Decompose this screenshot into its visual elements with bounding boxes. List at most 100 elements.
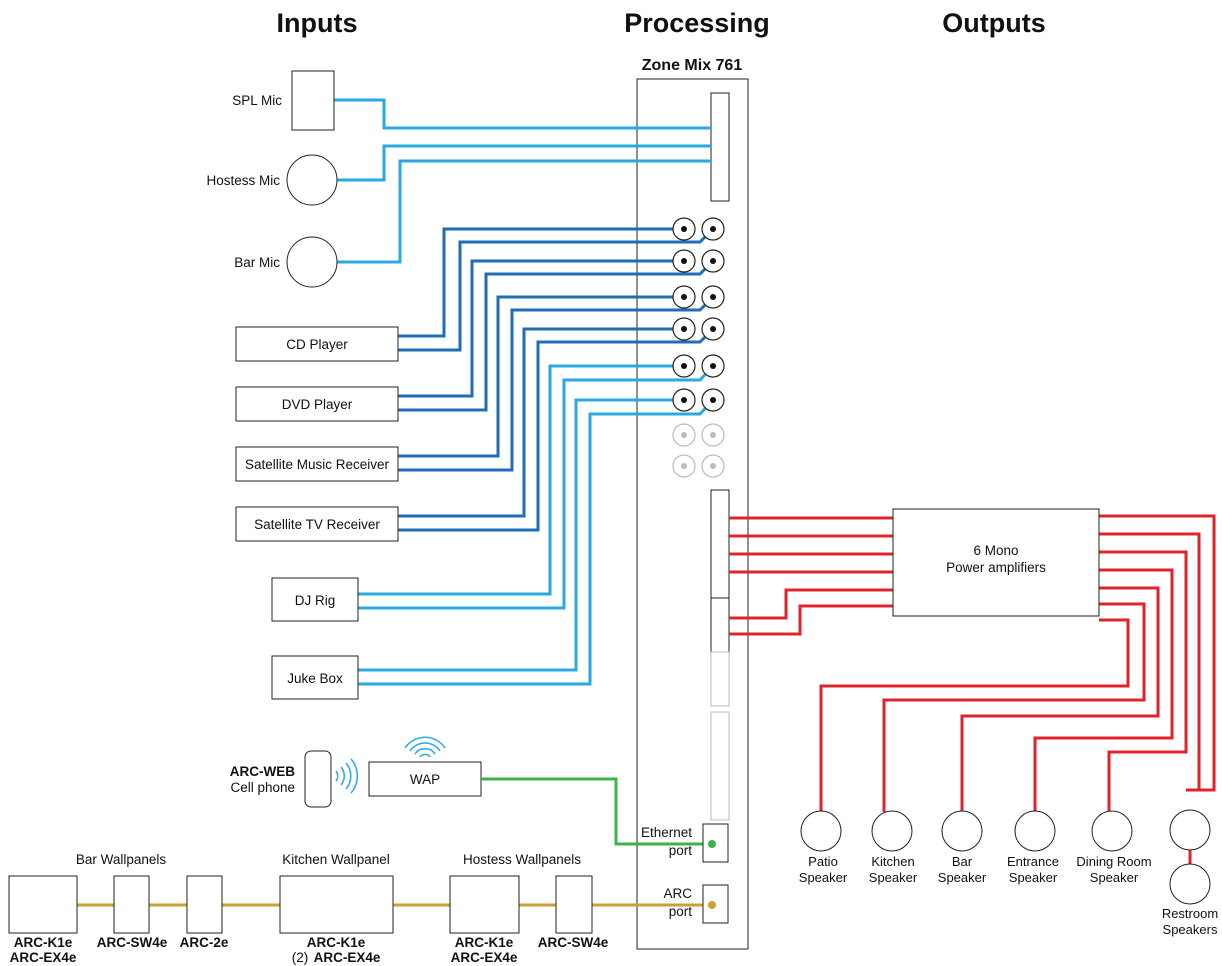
restroom-speaker-icon	[1169, 809, 1211, 851]
cell-phone-label: Cell phone	[230, 780, 295, 795]
sattv-cable-left	[398, 327, 684, 518]
bar-2e-label: ARC-2e	[180, 935, 229, 950]
arc-port-dot	[708, 901, 716, 909]
cd-cable-left	[398, 227, 684, 338]
juke-cable-left	[358, 398, 684, 672]
cd-cable-right	[398, 227, 715, 352]
satellite-tv-label: Satellite TV Receiver	[254, 517, 380, 532]
dvd-player-box	[235, 386, 399, 422]
zone-mix-chassis	[636, 78, 749, 950]
unused-output-block	[710, 651, 730, 707]
restroom-speaker-label-1: Restroom	[1162, 906, 1218, 921]
power-amplifier	[892, 508, 1100, 617]
ethernet-port-label-1: Ethernet	[641, 825, 692, 840]
speakers	[800, 809, 1211, 905]
ethernet-cable	[481, 777, 712, 846]
arc-web-label: ARC-WEB	[230, 764, 295, 779]
arc-port-label-2: port	[669, 904, 693, 919]
dining-speaker-label-1: Dining Room	[1076, 854, 1151, 869]
kitchen-qty-label: (2)	[292, 950, 309, 965]
bar-speaker-label-2: Speaker	[938, 870, 987, 885]
wap-label: WAP	[410, 772, 440, 787]
amplifier-line2: Power amplifiers	[946, 560, 1046, 575]
speaker-cables	[729, 514, 1216, 864]
spl-mic-icon	[291, 70, 335, 131]
output-block-1	[710, 489, 730, 599]
sattv-cable-right	[398, 327, 715, 532]
cell-phone-icon	[304, 750, 332, 808]
juke-box-box	[271, 655, 359, 700]
processing-header: Processing	[624, 8, 770, 38]
dj-cable-left	[358, 364, 684, 596]
output-block-2	[710, 597, 730, 653]
line-cables	[358, 227, 715, 686]
patio-speaker-label-2: Speaker	[799, 870, 848, 885]
satmusic-cable-right	[398, 295, 715, 472]
satellite-music-box	[235, 446, 399, 482]
rca-jacks	[672, 217, 725, 478]
hostess-ex4e-label: ARC-EX4e	[451, 950, 518, 965]
satmusic-cable-left	[398, 295, 684, 458]
bar-speaker-label-1: Bar	[952, 854, 973, 869]
spl-mic-cable	[334, 98, 711, 130]
satellite-tv-box	[235, 506, 399, 542]
kitchen-speaker-icon	[871, 810, 913, 852]
hostess-wallpanel-sw4e	[555, 875, 593, 934]
dj-rig-label: DJ Rig	[295, 593, 336, 608]
bar-mic-icon	[286, 236, 338, 288]
kitchen-k1e-label: ARC-K1e	[307, 935, 366, 950]
restroom-speaker-2-icon	[1169, 863, 1211, 905]
dvd-cable-right	[398, 259, 715, 412]
bar-ex4e-label: ARC-EX4e	[10, 950, 77, 965]
hostess-sw4e-label: ARC-SW4e	[538, 935, 609, 950]
bar-speaker-icon	[941, 810, 983, 852]
amplifier-line1: 6 Mono	[973, 543, 1018, 558]
hostess-wallpanels-label: Hostess Wallpanels	[463, 852, 581, 867]
ethernet-port-label-2: port	[669, 843, 693, 858]
dj-cable-right	[358, 364, 715, 610]
phone-wireless-icon	[335, 758, 358, 794]
bar-wallpanel-k1e	[8, 875, 78, 934]
mic-input-block	[710, 92, 730, 202]
unused-expansion-block	[710, 711, 730, 821]
patio-speaker-icon	[800, 810, 842, 852]
dvd-player-label: DVD Player	[282, 397, 353, 412]
bar-k1e-label: ARC-K1e	[14, 935, 73, 950]
mic-cables	[334, 98, 711, 264]
dj-rig-box	[271, 577, 359, 622]
kitchen-wallpanel-label: Kitchen Wallpanel	[282, 852, 390, 867]
outputs-header: Outputs	[942, 8, 1045, 38]
kitchen-wallpanel	[279, 875, 394, 934]
kitchen-ex4e-label: ARC-EX4e	[314, 950, 381, 965]
hostess-wallpanel-k1e	[449, 875, 520, 934]
ethernet-port-dot	[708, 840, 716, 848]
bar-mic-cable	[337, 159, 711, 264]
wap-wireless-icon	[404, 736, 446, 758]
hostess-k1e-label: ARC-K1e	[455, 935, 514, 950]
entrance-speaker-icon	[1014, 810, 1056, 852]
processor-title: Zone Mix 761	[642, 57, 743, 74]
bar-wallpanel-2e	[186, 875, 223, 934]
bar-wallpanel-sw4e	[113, 875, 150, 934]
dining-speaker-icon	[1091, 810, 1133, 852]
kitchen-speaker-label-2: Speaker	[869, 870, 918, 885]
entrance-speaker-label-1: Entrance	[1007, 854, 1059, 869]
dvd-cable-left	[398, 259, 684, 398]
dining-speaker-label-2: Speaker	[1090, 870, 1139, 885]
hostess-mic-icon	[286, 154, 338, 206]
satellite-music-label: Satellite Music Receiver	[245, 457, 390, 472]
hostess-mic-cable	[337, 144, 711, 182]
hostess-mic-label: Hostess Mic	[206, 173, 280, 188]
bar-mic-label: Bar Mic	[234, 255, 280, 270]
inputs-header: Inputs	[277, 8, 358, 38]
cd-player-label: CD Player	[286, 337, 348, 352]
arc-port-label-1: ARC	[663, 886, 692, 901]
spl-mic-label: SPL Mic	[232, 93, 282, 108]
kitchen-speaker-label-1: Kitchen	[871, 854, 914, 869]
bar-sw4e-label: ARC-SW4e	[97, 935, 168, 950]
bar-wallpanels-label: Bar Wallpanels	[76, 852, 167, 867]
juke-cable-right	[358, 398, 715, 686]
entrance-speaker-label-2: Speaker	[1009, 870, 1058, 885]
patio-speaker-label-1: Patio	[808, 854, 838, 869]
